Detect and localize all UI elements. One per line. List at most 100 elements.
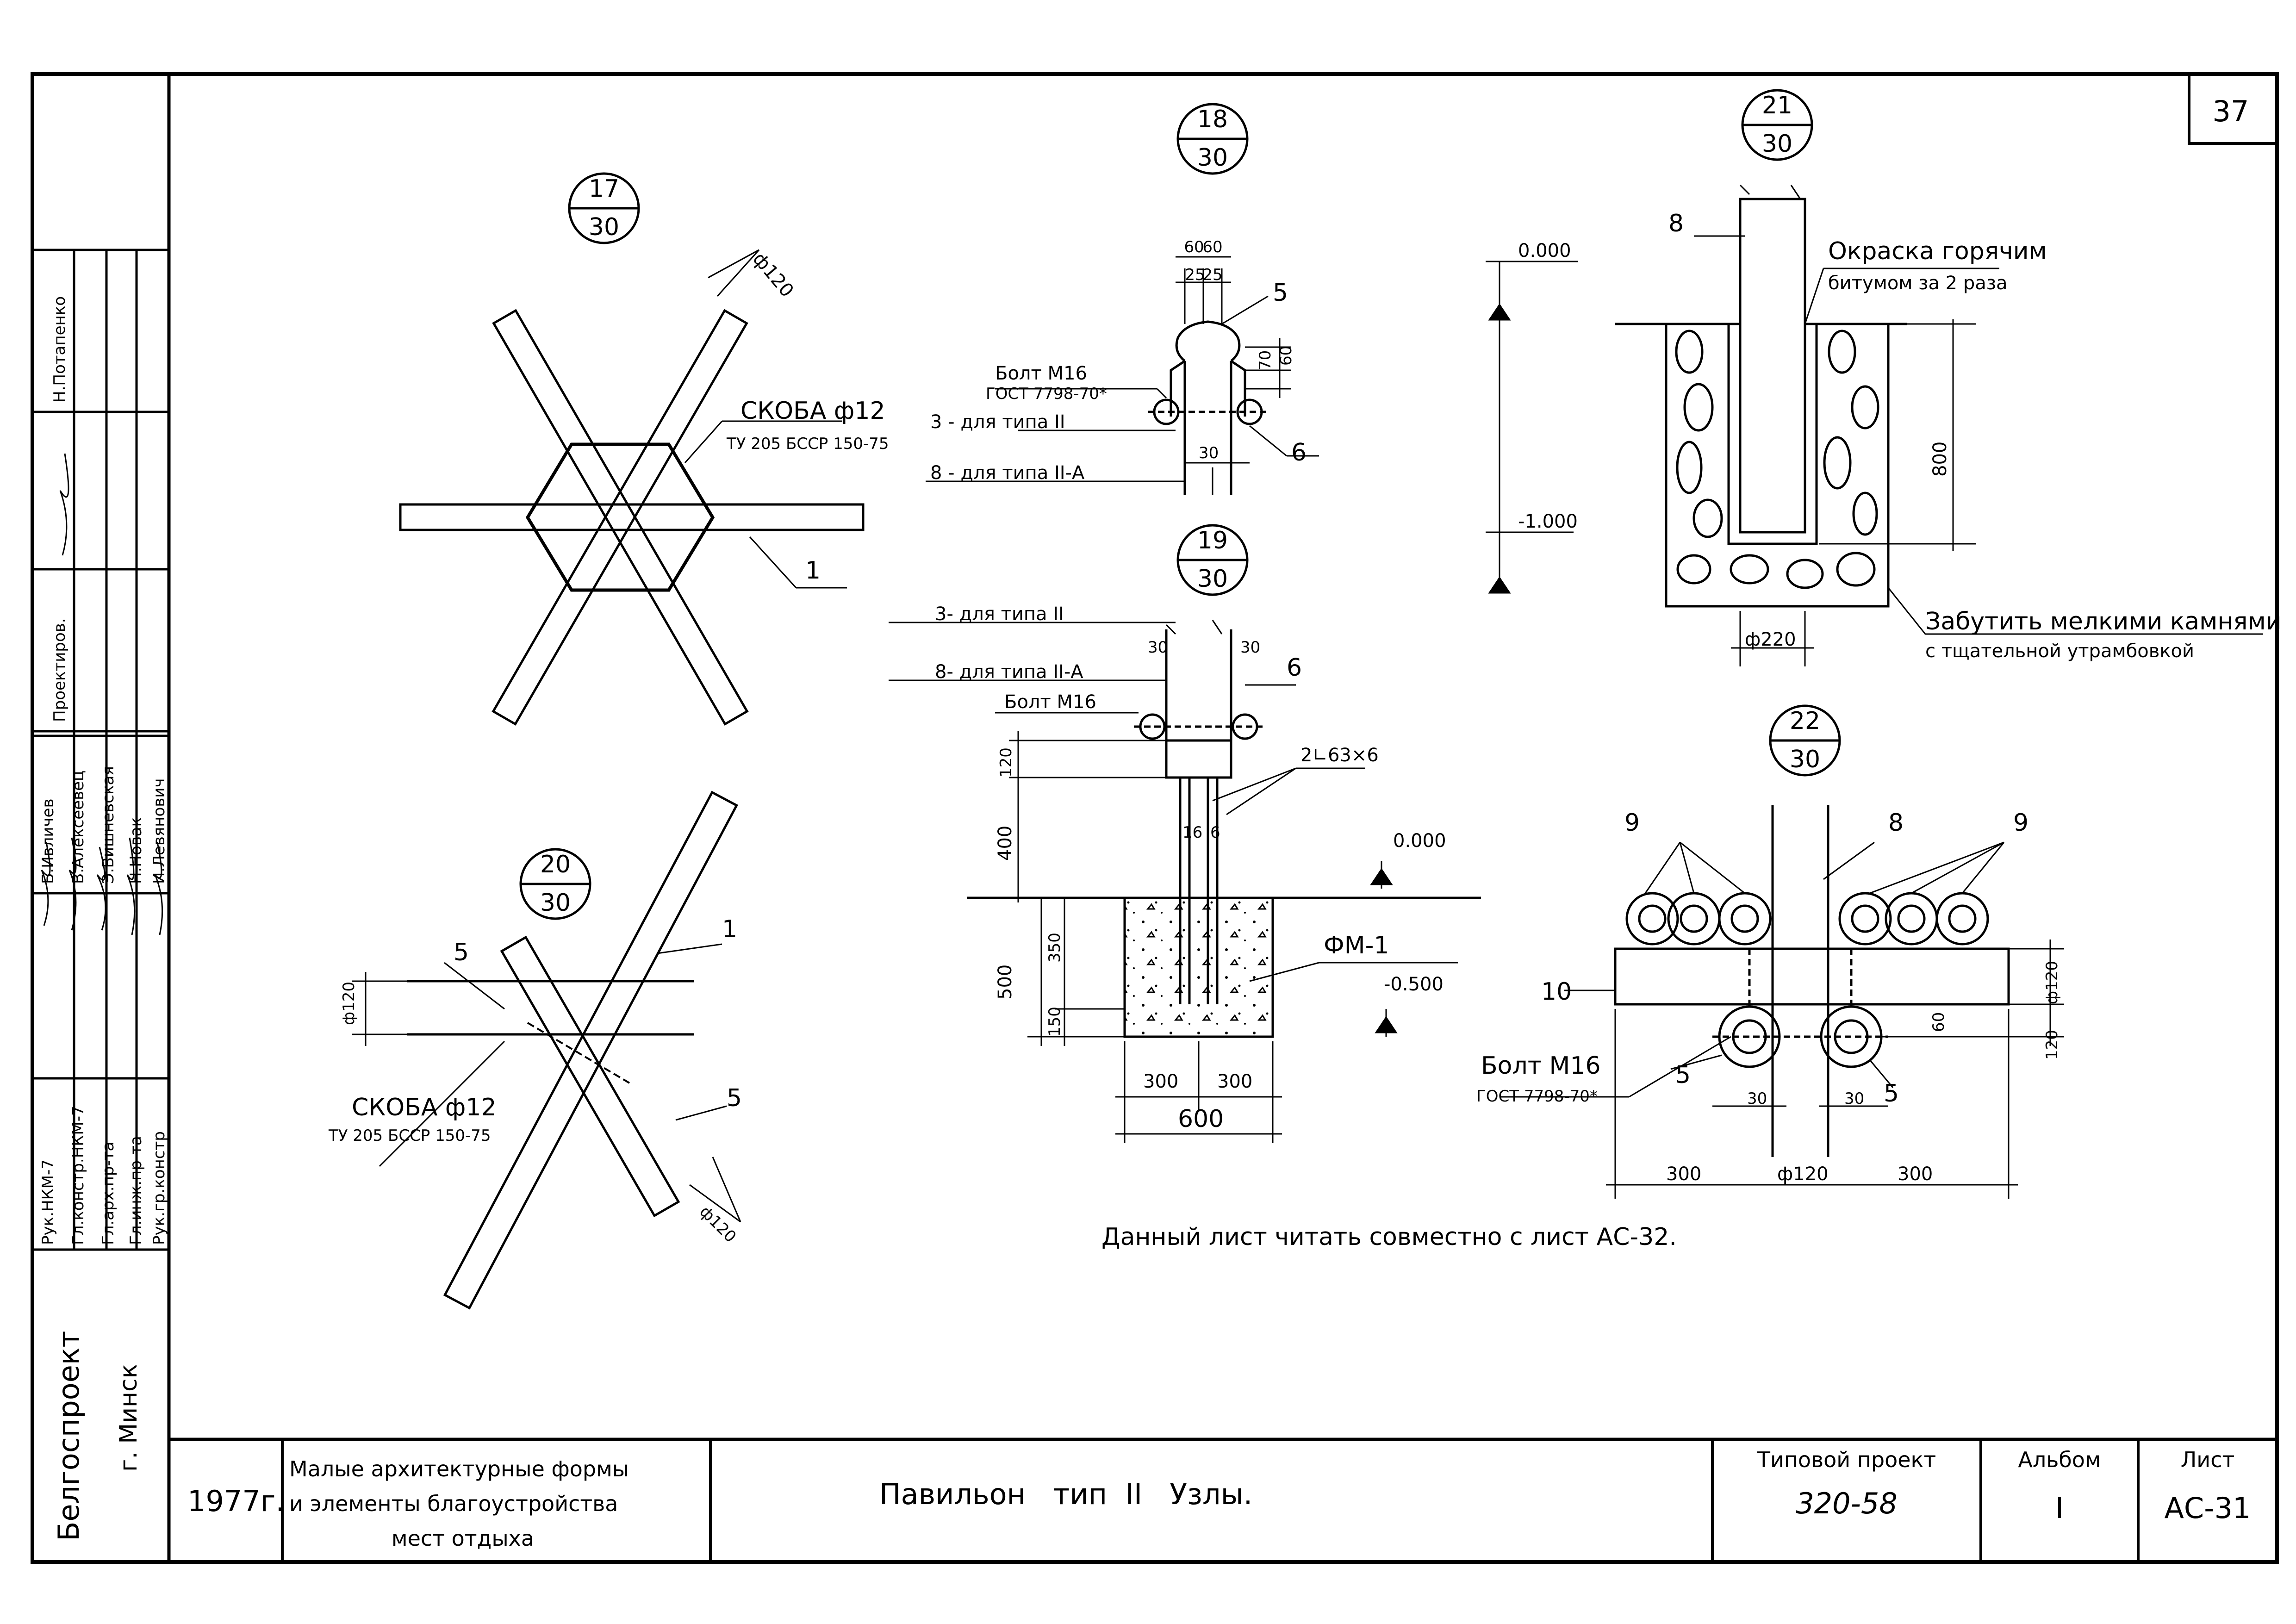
node-21-number: 21	[1762, 92, 1792, 119]
node-22-callout-10: 10	[1541, 978, 1572, 1006]
node-18-dim-top1: 60	[1184, 238, 1204, 256]
node-21-fill2: с тщательной утрамбовкой	[1925, 641, 2194, 662]
node-18-dim-70: 70	[1256, 350, 1275, 370]
node-22-callout-9b: 9	[2013, 809, 2028, 837]
node-21-paint2: битумом за 2 раза	[1828, 273, 2008, 294]
node-18-line8: 8 - для типа II-А	[930, 462, 1085, 484]
node-18-dim-sub1: 25	[1185, 266, 1205, 284]
name-5: И.Левянович	[150, 778, 168, 884]
node-18-dim-top2: 60	[1202, 238, 1222, 256]
node-20-dia-bottom: ф120	[696, 1202, 740, 1246]
node-20-dia-left: ф120	[340, 982, 358, 1025]
node-17-star	[399, 249, 865, 726]
designer-name: Н.Потапенко	[50, 296, 69, 403]
role-2: Гл.констр.НКМ-7	[69, 1106, 87, 1245]
node-19-ref: 30	[1197, 565, 1228, 593]
node-22-bolt: Болт М16	[1481, 1052, 1601, 1080]
album-label: Альбом	[2018, 1447, 2101, 1472]
node-21-dim-220: ф220	[1745, 629, 1796, 650]
sheet-code: АС-31	[2165, 1491, 2251, 1525]
node-22-callout-5b: 5	[1884, 1080, 1899, 1108]
org-city: г. Минск	[115, 1364, 143, 1472]
node-18-line3: 3 - для типа II	[930, 411, 1065, 433]
node-22-dim-300a: 300	[1666, 1164, 1701, 1185]
node-21-fill1: Забутить мелкими камнями	[1925, 608, 2282, 635]
node-21-dim-800: 800	[1929, 442, 1951, 477]
node-18-callout-6: 6	[1291, 439, 1307, 467]
general-note: Данный лист читать совместно с лист АС-3…	[1101, 1223, 1677, 1251]
node-20-callout-5a: 5	[454, 939, 469, 966]
node-19-dim-300a: 300	[1143, 1071, 1178, 1092]
name-1: Б.Ивличев	[39, 799, 57, 884]
node-19-dim-30a: 30	[1148, 638, 1168, 657]
node-19-bolt: Болт М16	[1004, 691, 1096, 713]
node-21: 21 30 8 Окраска горячим битумом за 2 раз…	[1486, 89, 2282, 666]
node-18-profile	[926, 256, 1319, 495]
node-19-dim-150: 150	[1045, 1007, 1064, 1037]
node-18-dim-30: 30	[1199, 444, 1219, 462]
role-3: Гл.арх.пр-та	[99, 1142, 118, 1245]
subject-line-3: мест отдыха	[392, 1526, 534, 1551]
node-22-callout-9a: 9	[1624, 809, 1640, 837]
drawing-title: Павильон тип II Узлы.	[879, 1477, 1252, 1511]
node-19-dim-400: 400	[995, 826, 1016, 861]
node-20-ref: 30	[540, 889, 571, 917]
node-20-bracket: СКОБА ф12	[352, 1094, 497, 1121]
node-17-number: 17	[589, 175, 619, 203]
node-18-ref: 30	[1197, 144, 1228, 172]
node-19-dim-16: 16	[1182, 823, 1202, 842]
node-20: 20 30 5 1 5 ф120 ф120 СКОБА ф12 ТУ 205 Б…	[328, 790, 742, 1310]
subject-line-2: и элементы благоустройства	[289, 1491, 618, 1516]
node-22-callout-5a: 5	[1675, 1061, 1691, 1089]
node-22-dim-300b: 300	[1898, 1164, 1933, 1185]
node-19-dim-600: 600	[1178, 1105, 1224, 1133]
title-year: 1977г.	[187, 1484, 285, 1518]
node-20-callout-1: 1	[722, 915, 737, 943]
node-22-dim-120d: ф120	[2043, 961, 2061, 1004]
node-19-angle: 2∟63×6	[1300, 745, 1379, 766]
node-19-dim-6: 6	[1210, 823, 1220, 842]
node-19-number: 19	[1197, 527, 1228, 554]
node-18-dim-60: 60	[1277, 346, 1295, 366]
node-22: 22 30 9 8 9 10 Болт М16 ГОСТ 7798-70* 5 …	[1476, 704, 2064, 1199]
node-19-dim-500: 500	[995, 964, 1016, 1000]
node-17: 17 30 СКОБА ф12 ТУ 205 БССР 150-75 ф120 …	[399, 172, 889, 726]
role-5: Рук.гр.констр	[150, 1131, 168, 1245]
title-block	[281, 1439, 2140, 1562]
node-19-dim-350: 350	[1045, 933, 1064, 963]
sheet-frame	[31, 72, 2279, 1564]
node-17-callout-1: 1	[805, 557, 821, 585]
node-22-callout-8: 8	[1888, 809, 1904, 837]
node-21-elev-m1: -1.000	[1518, 511, 1578, 532]
node-18-gost: ГОСТ 7798-70*	[986, 385, 1107, 403]
node-19-line8: 8- для типа II-А	[935, 661, 1083, 683]
node-19-dim-300b: 300	[1217, 1071, 1252, 1092]
node-19-callout-6: 6	[1287, 654, 1302, 682]
node-22-number: 22	[1790, 707, 1820, 735]
node-20-callout-5b: 5	[727, 1084, 742, 1112]
signatures	[41, 453, 163, 935]
album-number: I	[2055, 1491, 2064, 1525]
node-19-fm: ФМ-1	[1324, 932, 1389, 959]
project-label: Типовой проект	[1757, 1447, 1936, 1472]
org-name: Белгоспроект	[52, 1331, 86, 1541]
node-17-bracket: СКОБА ф12	[740, 397, 885, 425]
side-stamp	[32, 249, 169, 1251]
node-22-ref: 30	[1790, 746, 1820, 773]
node-18-number: 18	[1197, 106, 1228, 133]
node-19-line3: 3- для типа II	[935, 604, 1064, 625]
node-19-elev-0: 0.000	[1393, 830, 1446, 852]
node-22-dim-dia: ф120	[1777, 1164, 1829, 1185]
node-18: 18 30 6	[926, 103, 1319, 495]
subject-line-1: Малые архитектурные формы	[289, 1456, 629, 1481]
node-22-dim-30a: 30	[1747, 1089, 1767, 1108]
role-1: Рук.НКМ-7	[39, 1159, 57, 1245]
node-17-tu: ТУ 205 БССР 150-75	[726, 435, 889, 453]
node-17-ref: 30	[589, 213, 619, 241]
node-22-dim-120: 120	[2043, 1030, 2061, 1060]
name-2: В.Алексеевец	[69, 771, 87, 884]
node-22-dim-60: 60	[1929, 1012, 1948, 1032]
side-stamp-text: Проектиров. Н.Потапенко Рук.НКМ-7 Гл.кон…	[39, 296, 168, 1541]
node-17-marker	[568, 172, 640, 244]
